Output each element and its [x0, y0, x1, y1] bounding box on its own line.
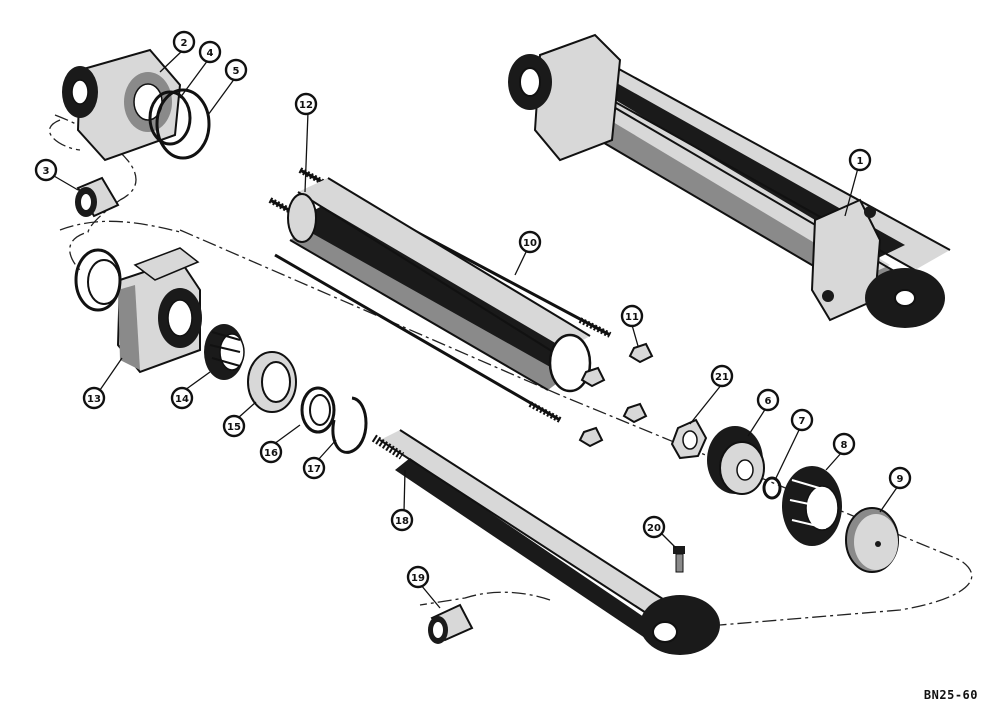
svg-text:18: 18	[395, 516, 409, 527]
callout-12: 12	[294, 92, 318, 116]
svg-text:14: 14	[175, 394, 189, 405]
svg-text:13: 13	[87, 394, 101, 405]
leader-lines	[53, 49, 899, 609]
callout-11: 11	[620, 304, 644, 328]
svg-text:17: 17	[307, 464, 321, 475]
head-backup-ring	[87, 259, 121, 305]
backup-ring	[148, 90, 192, 146]
svg-text:16: 16	[264, 448, 278, 459]
svg-text:11: 11	[625, 312, 639, 323]
svg-text:8: 8	[841, 440, 848, 451]
callout-5: 5	[224, 58, 248, 82]
piston	[707, 426, 765, 495]
rod-end-head	[116, 247, 202, 374]
svg-text:2: 2	[181, 38, 188, 49]
callout-3: 3	[34, 158, 58, 182]
svg-text:9: 9	[897, 474, 904, 485]
figure-reference-code: BN25-60	[923, 688, 978, 702]
assembly-centerline	[48, 119, 973, 626]
svg-text:10: 10	[523, 238, 537, 249]
callout-21: 21	[710, 364, 734, 388]
svg-text:19: 19	[411, 573, 425, 584]
svg-text:1: 1	[857, 156, 864, 167]
piston-rod	[371, 429, 720, 655]
svg-text:12: 12	[299, 100, 313, 111]
o-ring	[155, 88, 211, 160]
callout-10: 10	[518, 230, 542, 254]
svg-text:20: 20	[647, 523, 661, 534]
svg-text:4: 4	[207, 48, 214, 59]
tie-rod-nuts	[578, 342, 654, 448]
bushing	[75, 176, 120, 218]
cylinder-tube	[287, 177, 592, 393]
callout-2: 2	[172, 30, 196, 54]
cap-end-head	[62, 48, 182, 162]
callout-1: 1	[848, 148, 872, 172]
gland	[247, 351, 297, 413]
callout-17: 17	[302, 456, 326, 480]
assembled-cylinder	[508, 33, 951, 328]
piston-washer	[845, 507, 899, 573]
callout-15: 15	[222, 414, 246, 438]
wiper	[300, 386, 336, 434]
svg-text:7: 7	[799, 416, 806, 427]
svg-text:15: 15	[227, 422, 241, 433]
svg-text:21: 21	[715, 372, 729, 383]
callout-18: 18	[390, 508, 414, 532]
callout-4: 4	[198, 40, 222, 64]
wiper-inner	[309, 394, 331, 426]
svg-text:5: 5	[233, 66, 240, 77]
callout-7: 7	[790, 408, 814, 432]
assembly-centerline-2	[54, 114, 181, 233]
callout-14: 14	[170, 386, 194, 410]
callout-19: 19	[406, 565, 430, 589]
callout-9: 9	[888, 466, 912, 490]
piston-packing	[782, 466, 842, 546]
svg-text:6: 6	[765, 396, 772, 407]
rod-packing	[204, 324, 245, 380]
piston-o-ring	[762, 476, 782, 500]
callout-20: 20	[642, 515, 666, 539]
rod-bushing	[428, 603, 474, 644]
callout-16: 16	[259, 440, 283, 464]
callout-6: 6	[756, 388, 780, 412]
snap-ring	[331, 396, 368, 454]
grease-fitting	[673, 546, 685, 573]
callout-8: 8	[832, 432, 856, 456]
callout-13: 13	[82, 386, 106, 410]
piston-locknut	[670, 418, 708, 460]
svg-text:3: 3	[43, 166, 50, 177]
